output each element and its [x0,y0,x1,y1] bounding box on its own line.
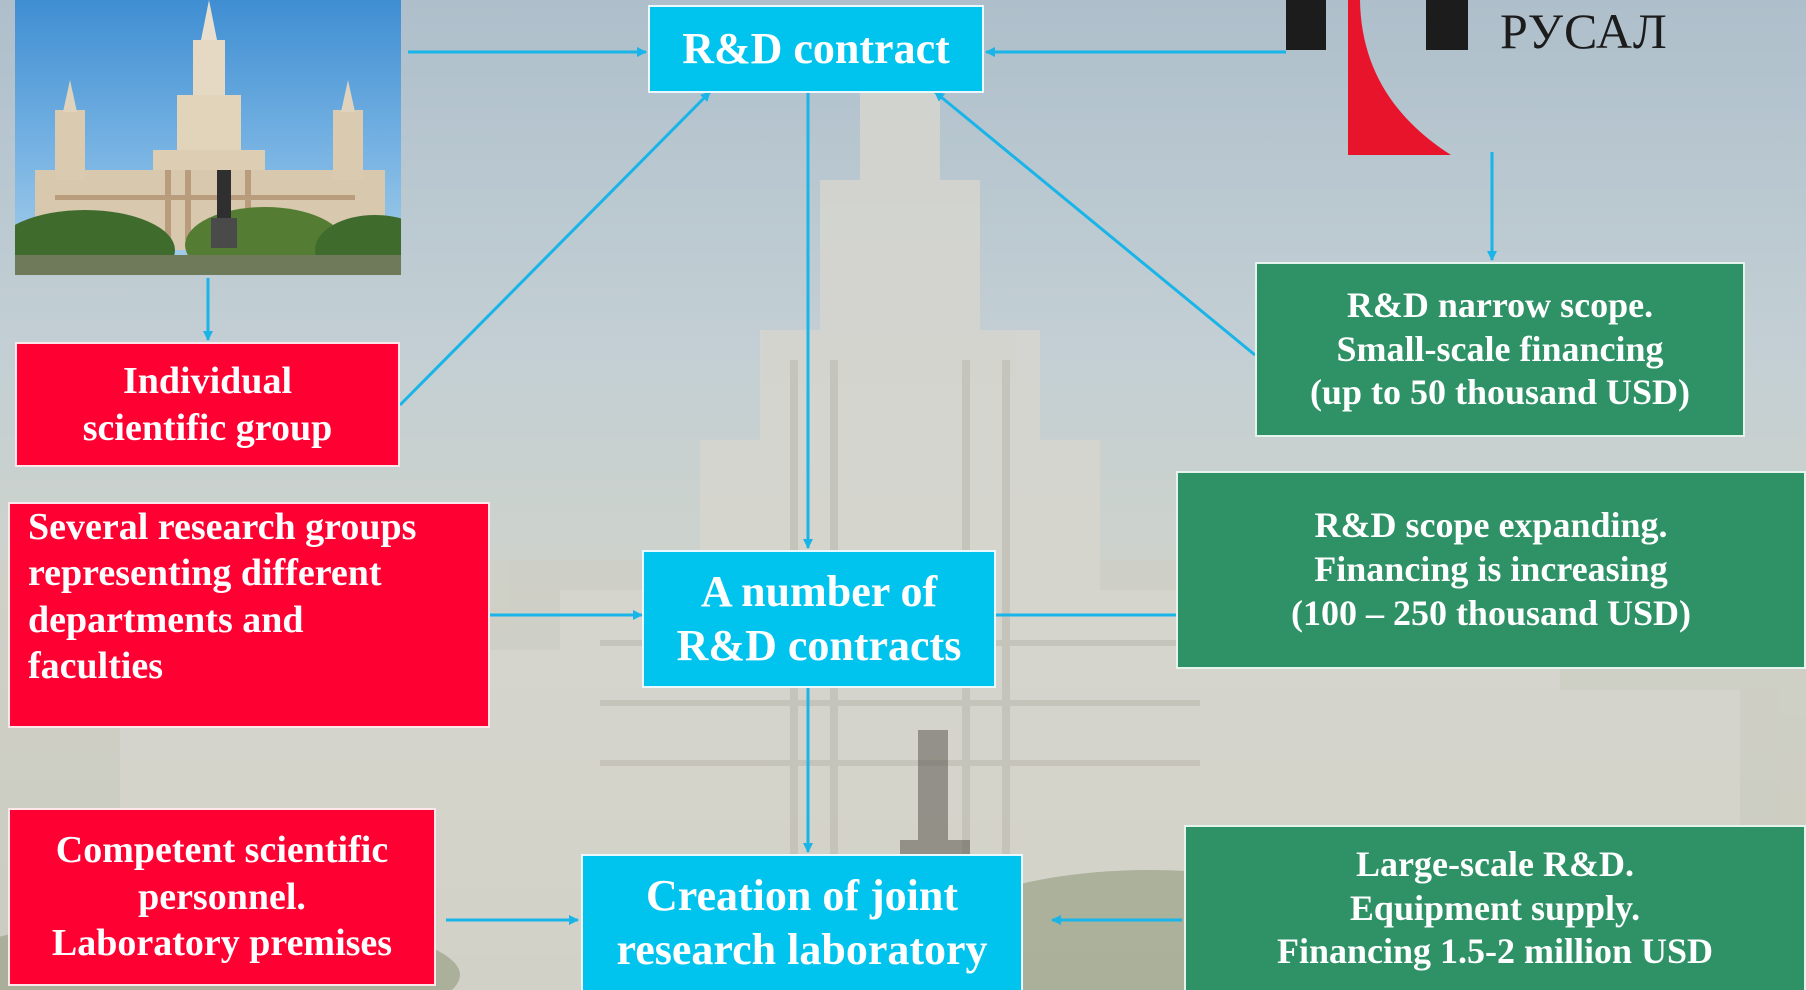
rusal-logo [1286,0,1468,155]
competent-personnel-line-3: Laboratory premises [51,922,393,965]
several-groups-line-1: Several research groups [28,506,417,548]
number-of-contracts-line-2: R&D contracts [676,621,962,670]
scope-expanding-line-3: (100 – 250 thousand USD) [1290,592,1692,633]
arrow-narrow-scope-to-contract [934,90,1256,357]
several-groups-line-3: departments and [28,598,304,641]
joint-laboratory-line-1: Creation of joint [645,871,959,921]
large-scale-line-3: Financing 1.5-2 million USD [1276,931,1714,972]
narrow-scope-line-3: (up to 50 thousand USD) [1309,372,1691,413]
joint-laboratory-box: Creation of joint research laboratory [581,854,1023,990]
rd-contract-box: R&D contract [648,5,984,93]
several-groups-box: Several research groups representing dif… [8,502,490,728]
rd-contract-label: R&D contract [682,24,950,74]
rusal-logo-text: РУСАЛ [1500,3,1668,59]
individual-group-line-2: scientific group [82,406,333,449]
narrow-scope-box: R&D narrow scope. Small-scale financing … [1255,262,1745,437]
number-of-contracts-box: A number of R&D contracts [642,550,996,688]
competent-personnel-box: Competent scientific personnel. Laborato… [8,808,436,986]
competent-personnel-line-1: Competent scientific [55,829,389,872]
individual-group-box: Individual scientific group [15,342,400,467]
arrow-individual-group-to-contract [398,90,712,407]
large-scale-line-2: Equipment supply. [1349,887,1641,928]
scope-expanding-line-2: Financing is increasing [1314,549,1668,590]
scope-expanding-line-1: R&D scope expanding. [1314,505,1668,546]
large-scale-line-1: Large-scale R&D. [1356,843,1634,884]
narrow-scope-line-1: R&D narrow scope. [1346,284,1654,325]
several-groups-line-4: faculties [28,645,164,688]
large-scale-box: Large-scale R&D. Equipment supply. Finan… [1184,825,1806,990]
scope-expanding-box: R&D scope expanding. Financing is increa… [1176,471,1806,669]
competent-personnel-line-2: personnel. [138,875,306,918]
narrow-scope-line-2: Small-scale financing [1336,328,1664,369]
number-of-contracts-line-1: A number of [700,567,938,617]
several-groups-line-2: representing different [28,552,382,595]
joint-laboratory-line-2: research laboratory [616,925,988,974]
university-photo [15,0,401,275]
individual-group-line-1: Individual [123,360,292,403]
